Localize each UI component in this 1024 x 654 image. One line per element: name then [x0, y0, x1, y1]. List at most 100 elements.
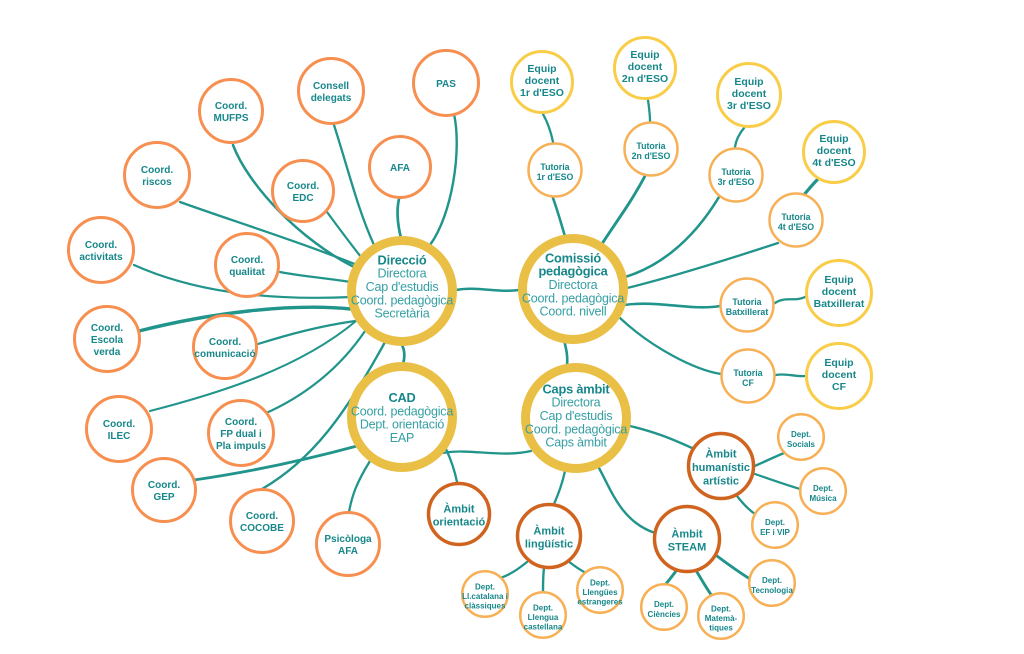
svg-text:Àmbit: Àmbit	[533, 524, 565, 537]
svg-text:Tutoria: Tutoria	[732, 297, 761, 307]
svg-text:Tecnologia: Tecnologia	[751, 586, 793, 595]
svg-text:EF i VIP: EF i VIP	[760, 528, 790, 537]
svg-text:Coord.: Coord.	[287, 181, 319, 192]
svg-text:4t d'ESO: 4t d'ESO	[778, 222, 814, 232]
svg-text:2n d'ESO: 2n d'ESO	[622, 73, 668, 85]
svg-text:tiques: tiques	[709, 624, 733, 633]
svg-text:EDC: EDC	[292, 193, 313, 204]
svg-text:CF: CF	[742, 378, 754, 388]
svg-text:EAP: EAP	[390, 431, 414, 445]
svg-text:Tutoria: Tutoria	[540, 162, 569, 172]
svg-text:Ll.catalana i: Ll.catalana i	[462, 592, 508, 601]
svg-text:Ciències: Ciències	[648, 610, 681, 619]
svg-text:FP dual i: FP dual i	[220, 429, 262, 440]
svg-text:Batxillerat: Batxillerat	[814, 298, 865, 310]
svg-text:orientació: orientació	[433, 517, 486, 529]
svg-text:Secretària: Secretària	[375, 307, 430, 321]
svg-text:Coord.: Coord.	[225, 417, 257, 428]
svg-text:Equip: Equip	[734, 76, 763, 88]
svg-text:Coord. pedagògica: Coord. pedagògica	[525, 422, 627, 436]
svg-text:Tutoria: Tutoria	[721, 167, 750, 177]
svg-text:Dept.: Dept.	[590, 579, 610, 588]
svg-text:docent: docent	[822, 286, 857, 298]
svg-text:Coord.: Coord.	[103, 419, 135, 430]
svg-text:Coord.: Coord.	[141, 165, 173, 176]
svg-text:Àmbit: Àmbit	[705, 448, 737, 461]
svg-text:3r d'ESO: 3r d'ESO	[718, 177, 755, 187]
svg-text:3r d'ESO: 3r d'ESO	[727, 100, 771, 112]
svg-text:Comissió: Comissió	[545, 250, 601, 265]
svg-text:humanístic: humanístic	[692, 462, 750, 474]
svg-text:CF: CF	[832, 381, 847, 393]
svg-text:Matemà-: Matemà-	[705, 614, 738, 623]
svg-text:Dept.: Dept.	[791, 430, 811, 439]
svg-text:Caps àmbit: Caps àmbit	[543, 381, 611, 396]
svg-text:comunicació: comunicació	[194, 349, 255, 360]
svg-text:Coord. pedagògica: Coord. pedagògica	[351, 404, 453, 418]
svg-text:PAS: PAS	[436, 79, 456, 90]
svg-text:Llengües: Llengües	[582, 588, 618, 597]
svg-text:4t d'ESO: 4t d'ESO	[812, 157, 855, 169]
svg-text:Directora: Directora	[552, 396, 601, 410]
svg-text:Dept.: Dept.	[711, 605, 731, 614]
svg-text:Equip: Equip	[824, 357, 853, 369]
svg-text:Direcció: Direcció	[378, 252, 427, 267]
svg-text:Àmbit: Àmbit	[443, 502, 475, 515]
svg-text:Consell: Consell	[313, 81, 349, 92]
svg-text:Coord.: Coord.	[209, 337, 241, 348]
svg-text:activitats: activitats	[79, 252, 123, 263]
svg-text:Coord.: Coord.	[215, 101, 247, 112]
svg-text:Coord.: Coord.	[85, 240, 117, 251]
svg-text:Escola: Escola	[91, 335, 124, 346]
svg-text:artístic: artístic	[703, 475, 739, 487]
svg-text:Directora: Directora	[378, 267, 427, 281]
svg-text:STEAM: STEAM	[668, 542, 707, 554]
svg-text:Dept.: Dept.	[813, 484, 833, 493]
svg-text:verda: verda	[94, 347, 121, 358]
svg-text:Música: Música	[809, 494, 837, 503]
svg-text:Dept.: Dept.	[765, 518, 785, 527]
svg-text:Dept.: Dept.	[762, 576, 782, 585]
svg-text:Cap d'estudis: Cap d'estudis	[366, 280, 439, 294]
svg-text:Coord. pedagògica: Coord. pedagògica	[351, 293, 453, 307]
svg-text:COCOBE: COCOBE	[240, 523, 284, 534]
svg-text:docent: docent	[817, 145, 852, 157]
svg-text:ILEC: ILEC	[108, 431, 131, 442]
svg-text:docent: docent	[525, 75, 560, 87]
svg-text:Equip: Equip	[630, 49, 659, 61]
svg-text:Coord. nivell: Coord. nivell	[540, 305, 607, 319]
svg-text:castellana: castellana	[524, 623, 563, 632]
svg-text:1r d'ESO: 1r d'ESO	[537, 172, 574, 182]
svg-text:Equip: Equip	[527, 63, 556, 75]
svg-text:docent: docent	[732, 88, 767, 100]
svg-text:Caps àmbit: Caps àmbit	[545, 436, 607, 450]
svg-text:docent: docent	[628, 61, 663, 73]
svg-text:Dept.: Dept.	[533, 604, 553, 613]
svg-text:Coord. pedagògica: Coord. pedagògica	[522, 291, 624, 305]
svg-text:Equip: Equip	[819, 133, 848, 145]
svg-text:Tutoria: Tutoria	[636, 141, 665, 151]
svg-text:1r d'ESO: 1r d'ESO	[520, 87, 564, 99]
svg-text:2n d'ESO: 2n d'ESO	[632, 151, 671, 161]
svg-text:Coord.: Coord.	[148, 480, 180, 491]
svg-text:lingüístic: lingüístic	[525, 539, 573, 551]
svg-text:Batxillerat: Batxillerat	[726, 307, 769, 317]
svg-text:Cap d'estudis: Cap d'estudis	[540, 409, 613, 423]
svg-text:Socials: Socials	[787, 440, 816, 449]
svg-text:Psicòloga: Psicòloga	[324, 534, 372, 545]
svg-text:CAD: CAD	[388, 390, 415, 405]
svg-text:GEP: GEP	[153, 492, 174, 503]
svg-text:riscos: riscos	[142, 177, 172, 188]
svg-text:docent: docent	[822, 369, 857, 381]
svg-text:clàssiques: clàssiques	[465, 602, 506, 611]
svg-text:Coord.: Coord.	[246, 511, 278, 522]
svg-text:Àmbit: Àmbit	[671, 527, 703, 540]
svg-text:pedagògica: pedagògica	[538, 264, 608, 279]
svg-text:Tutoria: Tutoria	[733, 368, 762, 378]
svg-text:AFA: AFA	[390, 163, 410, 174]
svg-text:MUFPS: MUFPS	[214, 113, 249, 124]
svg-text:Pla impuls: Pla impuls	[216, 441, 266, 452]
svg-text:Dept.: Dept.	[475, 583, 495, 592]
svg-text:qualitat: qualitat	[229, 267, 265, 278]
svg-text:Coord.: Coord.	[91, 323, 123, 334]
